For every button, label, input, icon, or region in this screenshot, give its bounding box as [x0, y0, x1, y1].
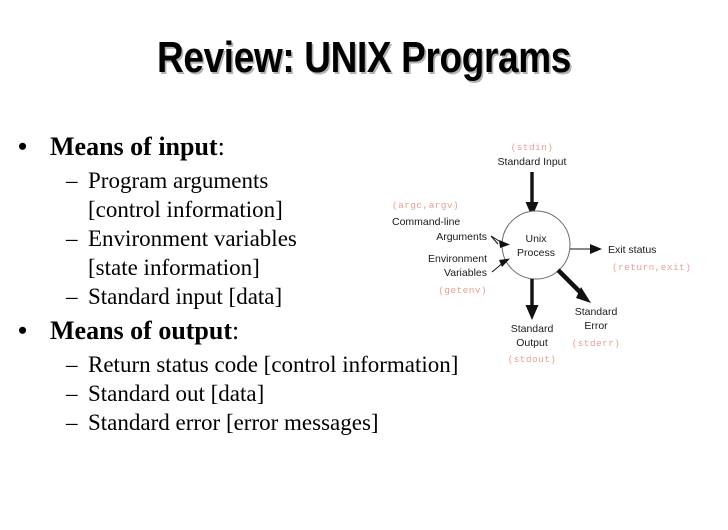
sub-bullet-line-1: Return status code [control information] — [88, 352, 459, 377]
bullet-heading-text: Means of input — [50, 132, 218, 161]
stderr-label-line-1: Standard — [575, 306, 618, 318]
unix-process-diagram: (stdin) Standard Input Unix Process (arg… — [380, 130, 728, 365]
dash-icon: – — [66, 352, 78, 377]
stderr-label-line-2: Error — [584, 320, 608, 332]
environment-variables-label-line-2: Variables — [444, 267, 487, 279]
exit-code-label: (return,exit) — [612, 262, 691, 273]
sub-bullet-environment-variables: – Environment variables [state informati… — [0, 224, 560, 282]
stderr-code-label: (stderr) — [572, 338, 621, 349]
process-label-line-2: Process — [517, 247, 555, 259]
sub-bullet-line-2: [control information] — [88, 197, 283, 222]
sub-bullet-standard-out: – Standard out [data] — [0, 379, 560, 408]
dash-icon: – — [66, 381, 78, 406]
getenv-code-label: (getenv) — [438, 285, 487, 296]
stdout-arrow-icon — [525, 279, 539, 320]
stdin-arrow-icon — [525, 172, 539, 217]
sub-bullet-program-arguments: – Program arguments [control information… — [0, 166, 560, 224]
bullet-means-of-output: • Means of output: — [0, 314, 560, 348]
dash-icon: – — [66, 168, 78, 193]
exit-status-arrow-icon — [570, 244, 602, 254]
command-line-args-label-line-2: Arguments — [436, 231, 487, 243]
stderr-arrow-icon — [556, 268, 591, 303]
sub-bullet-return-status-code: – Return status code [control informatio… — [0, 350, 560, 379]
stdout-label-line-1: Standard — [511, 323, 554, 335]
bullet-means-of-input: • Means of input: — [0, 130, 560, 164]
argc-argv-code-label: (argc,argv) — [392, 200, 459, 211]
page-title: Review: UNIX Programs — [156, 33, 572, 82]
process-label-line-1: Unix — [525, 233, 547, 245]
command-line-args-label-line-1: Command-line — [392, 216, 460, 228]
environment-variables-label-line-1: Environment — [428, 253, 487, 265]
sub-bullet-line-1: Environment variables — [88, 226, 297, 251]
bullet-heading-colon: : — [217, 132, 225, 161]
exit-status-label: Exit status — [608, 244, 656, 256]
args-arrow-icon — [490, 235, 510, 248]
dash-icon: – — [66, 284, 78, 309]
bullet-list: • Means of input: – Program arguments [c… — [0, 130, 560, 437]
stdin-code-label: (stdin) — [511, 142, 554, 153]
sub-bullet-standard-error: – Standard error [error messages] — [0, 408, 560, 437]
bullet-heading-text: Means of output — [50, 316, 233, 345]
sub-bullet-standard-input: – Standard input [data] — [0, 282, 560, 311]
dash-icon: – — [66, 410, 78, 435]
bullet-dot-icon: • — [18, 132, 28, 161]
sub-bullet-line-1: Program arguments — [88, 168, 269, 193]
sub-bullet-line-2: [state information] — [88, 255, 260, 280]
stdout-label-line-2: Output — [516, 337, 548, 349]
dash-icon: – — [66, 226, 78, 251]
stdout-code-label: (stdout) — [508, 354, 557, 365]
env-arrow-icon — [491, 258, 510, 273]
bullet-heading-colon: : — [232, 316, 240, 345]
sub-bullet-line-1: Standard out [data] — [88, 381, 265, 406]
sub-bullet-line-1: Standard input [data] — [88, 284, 283, 309]
bullet-dot-icon: • — [18, 316, 28, 345]
sub-bullet-line-1: Standard error [error messages] — [88, 410, 379, 435]
stdin-label: Standard Input — [498, 156, 567, 168]
